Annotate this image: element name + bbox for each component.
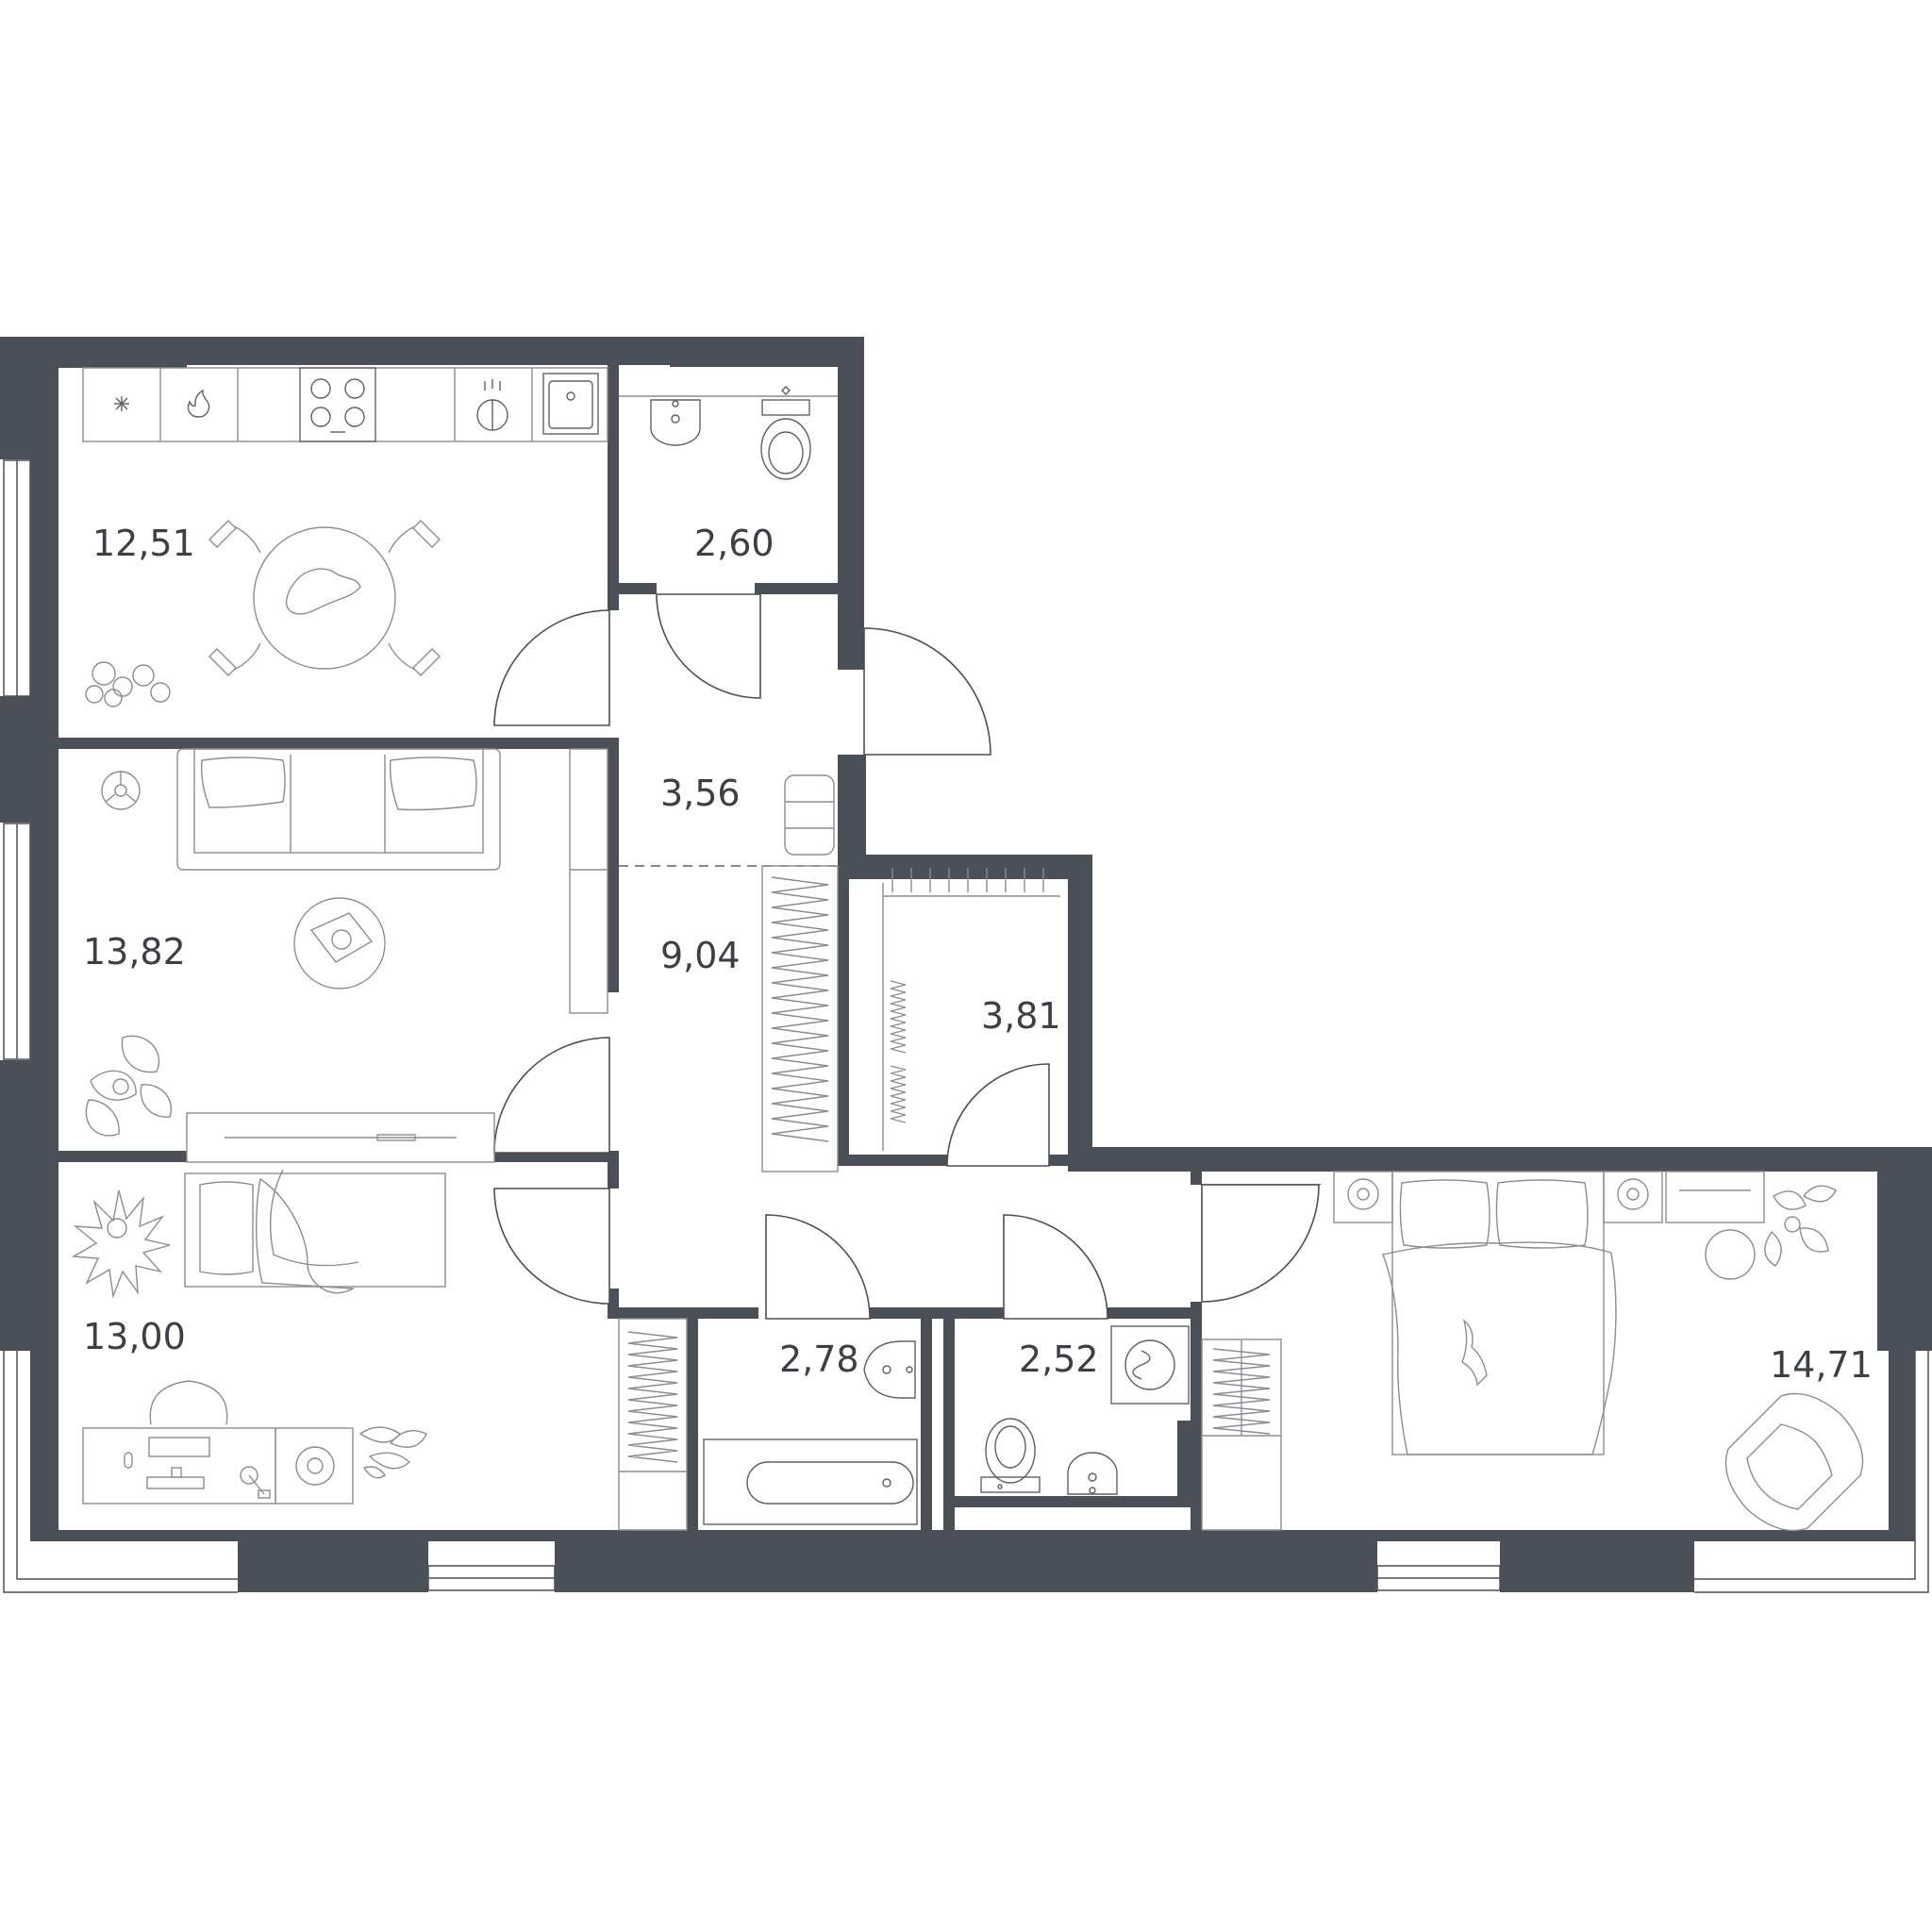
sink-icon: [863, 1340, 916, 1399]
plant-icon: [1764, 1185, 1837, 1267]
closet-2: [1201, 1339, 1282, 1531]
toilet-icon: [980, 1418, 1041, 1493]
windows: [3, 459, 1929, 1593]
flame-icon: [187, 389, 210, 418]
sink-icon: [650, 399, 701, 446]
dresser: [1665, 1171, 1765, 1280]
bathtub-icon: [703, 1438, 918, 1525]
room-area-bedroom-1: 13,00: [83, 1316, 186, 1357]
dining-table: [208, 520, 441, 676]
tv-stand: [186, 1112, 495, 1163]
wardrobe: 3,81: [882, 868, 1061, 1151]
bathroom: 2,78: [703, 1339, 918, 1525]
room-area-bathroom: 2,78: [779, 1339, 859, 1380]
desk-icon: [82, 1380, 354, 1505]
closet-1: [618, 1318, 688, 1531]
coffee-table: [293, 897, 386, 989]
bed-icon: [1382, 1171, 1617, 1455]
doors: [493, 593, 1322, 1320]
floor-lamp-icon: [101, 771, 141, 810]
plant-icon: [358, 1426, 427, 1479]
washing-machine-icon: [1110, 1325, 1190, 1405]
tap-icon: [476, 379, 508, 431]
bedroom-2: 14,71: [1333, 1171, 1873, 1532]
room-area-corridor: 9,04: [660, 935, 741, 976]
walls: [0, 337, 1932, 1592]
room-area-hall: 3,56: [660, 773, 741, 814]
toilet-icon: [760, 386, 811, 480]
sofa-icon: [176, 748, 501, 871]
room-area-living: 13,82: [83, 931, 186, 973]
plant-icon: [71, 1189, 171, 1299]
plant-icon: [85, 1035, 173, 1137]
sink-icon: [542, 373, 599, 435]
bedroom-1: 13,00: [71, 1169, 446, 1505]
snowflake-icon: [114, 396, 129, 411]
wc: 2,60: [619, 386, 838, 564]
nightstand-right: [1603, 1171, 1663, 1223]
sink-icon: [1067, 1452, 1118, 1495]
cooktop: [299, 367, 376, 442]
plant-icon: [85, 661, 171, 707]
ball-icon: [307, 1457, 324, 1474]
room-area-kitchen: 12,51: [92, 523, 195, 564]
hall: 3,56 9,04: [619, 773, 839, 1172]
room-area-wardrobe: 3,81: [981, 995, 1061, 1037]
kitchen: 12,51: [82, 367, 608, 707]
shower-room: 2,52: [980, 1325, 1190, 1495]
room-area-wc: 2,60: [694, 523, 774, 564]
armchair-icon: [1724, 1392, 1864, 1532]
room-area-shower-room: 2,52: [1019, 1339, 1099, 1380]
nightstand-left: [1333, 1171, 1393, 1223]
room-area-bedroom-2: 14,71: [1770, 1344, 1873, 1386]
bed-icon: [184, 1169, 446, 1294]
living-room: 13,82: [83, 748, 608, 1163]
